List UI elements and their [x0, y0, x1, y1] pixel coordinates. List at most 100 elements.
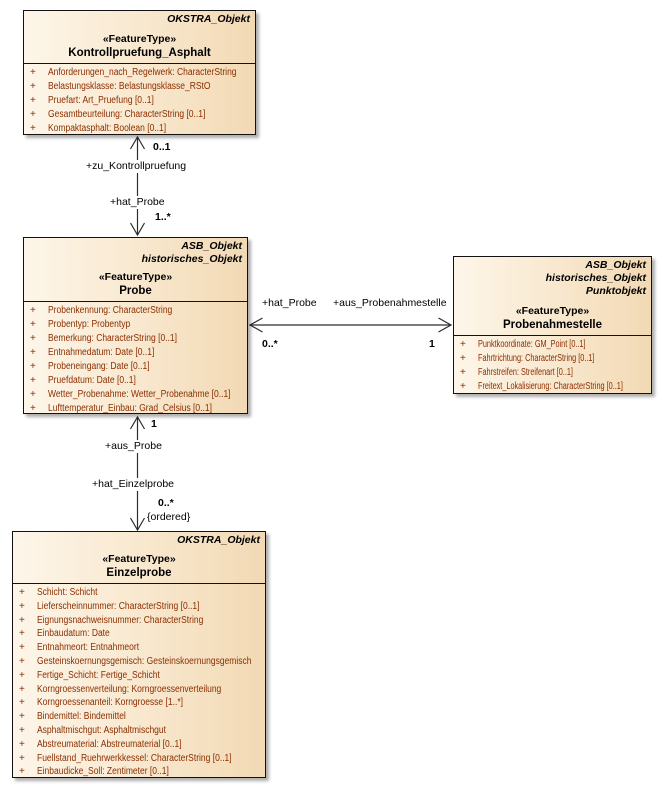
- attribute-row: +Entnahmeort: Entnahmeort: [13, 641, 265, 655]
- visibility-public-icon: +: [19, 642, 25, 654]
- visibility-public-icon: +: [30, 95, 36, 106]
- visibility-public-icon: +: [30, 319, 36, 330]
- attribute-row: +Gesteinskoernungsgemisch: Gesteinskoern…: [13, 655, 265, 669]
- class-probenahmestelle[interactable]: ASB_Objekt historisches_Objekt Punktobje…: [453, 256, 652, 394]
- attribute-text: Probeneingang: Date [0..1]: [48, 361, 150, 372]
- visibility-public-icon: +: [460, 353, 466, 364]
- attribute-text: Eignungsnachweisnummer: CharacterString: [37, 614, 204, 626]
- attribute-row: +Korngroessenanteil: Korngroesse [1..*]: [13, 696, 265, 710]
- association-probe-einzelprobe[interactable]: [129, 415, 146, 532]
- visibility-public-icon: +: [30, 403, 36, 413]
- attribute-row: +Entnahmedatum: Date [0..1]: [24, 346, 247, 360]
- class-attribute-list: + Anforderungen_nach_Regelwerk: Character…: [24, 64, 255, 134]
- visibility-public-icon: +: [30, 67, 36, 78]
- class-header: OKSTRA_Objekt «FeatureType» Einzelprobe: [13, 532, 265, 584]
- visibility-public-icon: +: [19, 683, 25, 695]
- class-annotation: OKSTRA_Objekt: [177, 534, 260, 546]
- attribute-row: + Anforderungen_nach_Regelwerk: Character…: [24, 66, 255, 80]
- attribute-text: Fuellstand_Ruehrwerkkessel: CharacterStr…: [37, 752, 232, 764]
- class-annotation: historisches_Objekt: [545, 272, 646, 284]
- attribute-row: + Bindemittel: Bindemittel: [13, 710, 265, 724]
- attribute-text: Gesteinskoernungsgemisch: Gesteinskoernu…: [37, 655, 252, 667]
- attribute-row: + Pruefart: Art_Pruefung [0..1]: [24, 94, 255, 108]
- attribute-text: Kompaktasphalt: Boolean [0..1]: [48, 123, 167, 134]
- visibility-public-icon: +: [19, 738, 25, 750]
- attribute-row: + Fahrstreifen: Streifenart [0..1]: [454, 366, 651, 380]
- visibility-public-icon: +: [30, 333, 36, 344]
- class-attribute-list: +Probenkennung: CharacterString+Probenty…: [24, 302, 247, 413]
- attribute-row: +Belastungsklasse: Belastungsklasse_RStO: [24, 80, 255, 94]
- attribute-row: + Probeneingang: Date [0..1]: [24, 360, 247, 374]
- visibility-public-icon: +: [19, 724, 25, 736]
- role-label: +aus_Probe: [103, 440, 164, 453]
- attribute-row: +Punktkoordinate: GM_Point [0..1]: [454, 338, 651, 352]
- class-annotation: ASB_Objekt: [181, 240, 242, 252]
- class-name: Kontrollpruefung_Asphalt: [68, 47, 211, 59]
- attribute-text: Anforderungen_nach_Regelwerk: CharacterS…: [48, 67, 237, 78]
- attribute-row: +Wetter_Probenahme: Wetter_Probenahme [0…: [24, 388, 247, 402]
- attribute-text: Freitext_Lokalisierung: CharacterString …: [478, 381, 623, 392]
- attribute-row: +Pruefdatum: Date [0..1]: [24, 374, 247, 388]
- visibility-public-icon: +: [30, 109, 36, 120]
- attribute-text: Probentyp: Probentyp: [48, 319, 131, 330]
- role-label: +hat_Einzelprobe: [90, 478, 177, 491]
- attribute-text: Pruefart: Art_Pruefung [0..1]: [48, 95, 154, 106]
- attribute-text: Bindemittel: Bindemittel: [37, 711, 126, 723]
- attribute-text: Fertige_Schicht: Fertige_Schicht: [37, 669, 160, 681]
- visibility-public-icon: +: [19, 711, 25, 723]
- class-name: Einzelprobe: [106, 567, 172, 579]
- attribute-row: + Abstreumaterial: Abstreumaterial [0..1]: [13, 738, 265, 752]
- class-name: Probe: [119, 285, 152, 297]
- multiplicity-label: 0..*: [158, 497, 174, 509]
- arrowhead-right-icon: [438, 317, 453, 333]
- attribute-row: + Asphaltmischgut: Asphaltmischgut: [13, 724, 265, 738]
- attribute-row: + Fertige_Schicht: Fertige_Schicht: [13, 669, 265, 683]
- arrowhead-down-icon: [129, 517, 146, 532]
- attribute-text: Bemerkung: CharacterString [0..1]: [48, 333, 177, 344]
- multiplicity-label: 1: [151, 418, 157, 430]
- class-einzelprobe[interactable]: OKSTRA_Objekt «FeatureType» Einzelprobe …: [12, 531, 266, 778]
- class-name: Probenahmestelle: [502, 319, 603, 331]
- class-probe[interactable]: ASB_Objekt historisches_Objekt «FeatureT…: [23, 237, 248, 414]
- attribute-text: Punktkoordinate: GM_Point [0..1]: [478, 339, 586, 350]
- visibility-public-icon: +: [19, 697, 25, 709]
- attribute-text: Abstreumaterial: Abstreumaterial [0..1]: [37, 738, 182, 750]
- attribute-row: +Fahrtrichtung: CharacterString [0..1]: [454, 352, 651, 366]
- attribute-row: +Korngroessenverteilung: Korngroessenver…: [13, 683, 265, 697]
- attribute-row: +Einbaudicke_Soll: Zentimeter [0..1]: [13, 765, 265, 777]
- class-stereotype: «FeatureType»: [98, 271, 173, 283]
- visibility-public-icon: +: [30, 361, 36, 372]
- class-stereotype: «FeatureType»: [102, 33, 177, 45]
- visibility-public-icon: +: [460, 381, 466, 392]
- class-annotation: ASB_Objekt: [585, 259, 646, 271]
- association-probe-probenahmestelle[interactable]: [248, 317, 453, 333]
- multiplicity-label: 1..*: [155, 211, 171, 223]
- visibility-public-icon: +: [30, 123, 36, 134]
- visibility-public-icon: +: [460, 367, 466, 378]
- class-stereotype: «FeatureType»: [515, 305, 590, 317]
- association-kontrollpruefung-probe[interactable]: [129, 135, 146, 237]
- attribute-row: +Probenkennung: CharacterString: [24, 304, 247, 318]
- arrowhead-left-icon: [248, 317, 263, 333]
- class-kontrollpruefung-asphalt[interactable]: OKSTRA_Objekt «FeatureType» Kontrollprue…: [23, 10, 256, 135]
- attribute-row: + Gesamtbeurteilung: CharacterString [0..…: [24, 108, 255, 122]
- attribute-row: + Bemerkung: CharacterString [0..1]: [24, 332, 247, 346]
- class-header: ASB_Objekt historisches_Objekt «FeatureT…: [24, 238, 247, 302]
- visibility-public-icon: +: [19, 628, 25, 640]
- attribute-text: Gesamtbeurteilung: CharacterString [0..1…: [48, 109, 206, 120]
- class-annotation: OKSTRA_Objekt: [167, 13, 250, 25]
- class-annotation: Punktobjekt: [585, 285, 646, 297]
- class-header: ASB_Objekt historisches_Objekt Punktobje…: [454, 257, 651, 336]
- attribute-row: + Kompaktasphalt: Boolean [0..1]: [24, 122, 255, 134]
- arrowhead-up-icon: [129, 135, 146, 150]
- attribute-text: Asphaltmischgut: Asphaltmischgut: [37, 724, 166, 736]
- arrowhead-down-icon: [129, 222, 146, 237]
- class-header: OKSTRA_Objekt «FeatureType» Kontrollprue…: [24, 11, 255, 64]
- attribute-text: Fahrstreifen: Streifenart [0..1]: [478, 367, 573, 378]
- attribute-text: Schicht: Schicht: [37, 587, 98, 598]
- attribute-row: +Lufttemperatur_Einbau: Grad_Celsius [0.…: [24, 402, 247, 413]
- visibility-public-icon: +: [19, 669, 25, 681]
- attribute-text: Einbaudicke_Soll: Zentimeter [0..1]: [37, 766, 169, 777]
